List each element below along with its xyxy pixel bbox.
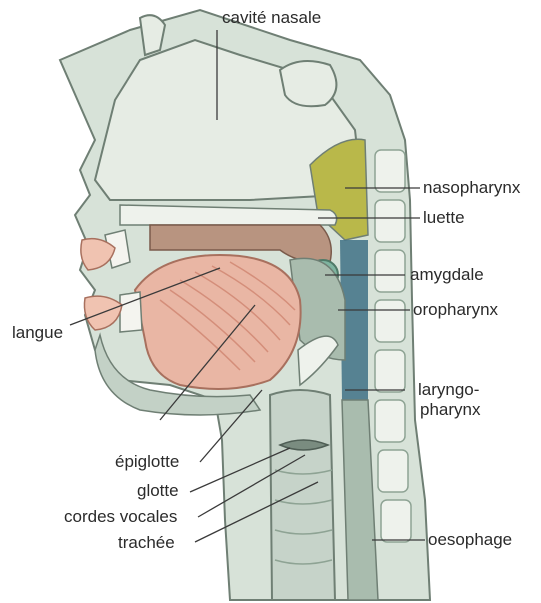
lower-teeth (120, 292, 142, 332)
label-nasopharynx: nasopharynx (423, 178, 520, 198)
label-laryngo: laryngo- (418, 380, 479, 400)
tongue-shape (135, 255, 301, 389)
sphenoid-sinus (280, 61, 336, 106)
label-amygdale: amygdale (410, 265, 484, 285)
label-luette: luette (423, 208, 465, 228)
label-glotte: glotte (137, 481, 179, 501)
label-trachee: trachée (118, 533, 175, 553)
label-cavite-nasale: cavité nasale (222, 8, 321, 28)
larynx-trachea (270, 390, 335, 600)
label-epiglotte: épiglotte (115, 452, 179, 472)
label-pharynx: pharynx (420, 400, 480, 420)
label-langue: langue (12, 323, 63, 343)
label-cordes-vocales: cordes vocales (64, 507, 177, 527)
label-oesophage: oesophage (428, 530, 512, 550)
label-oropharynx: oropharynx (413, 300, 498, 320)
